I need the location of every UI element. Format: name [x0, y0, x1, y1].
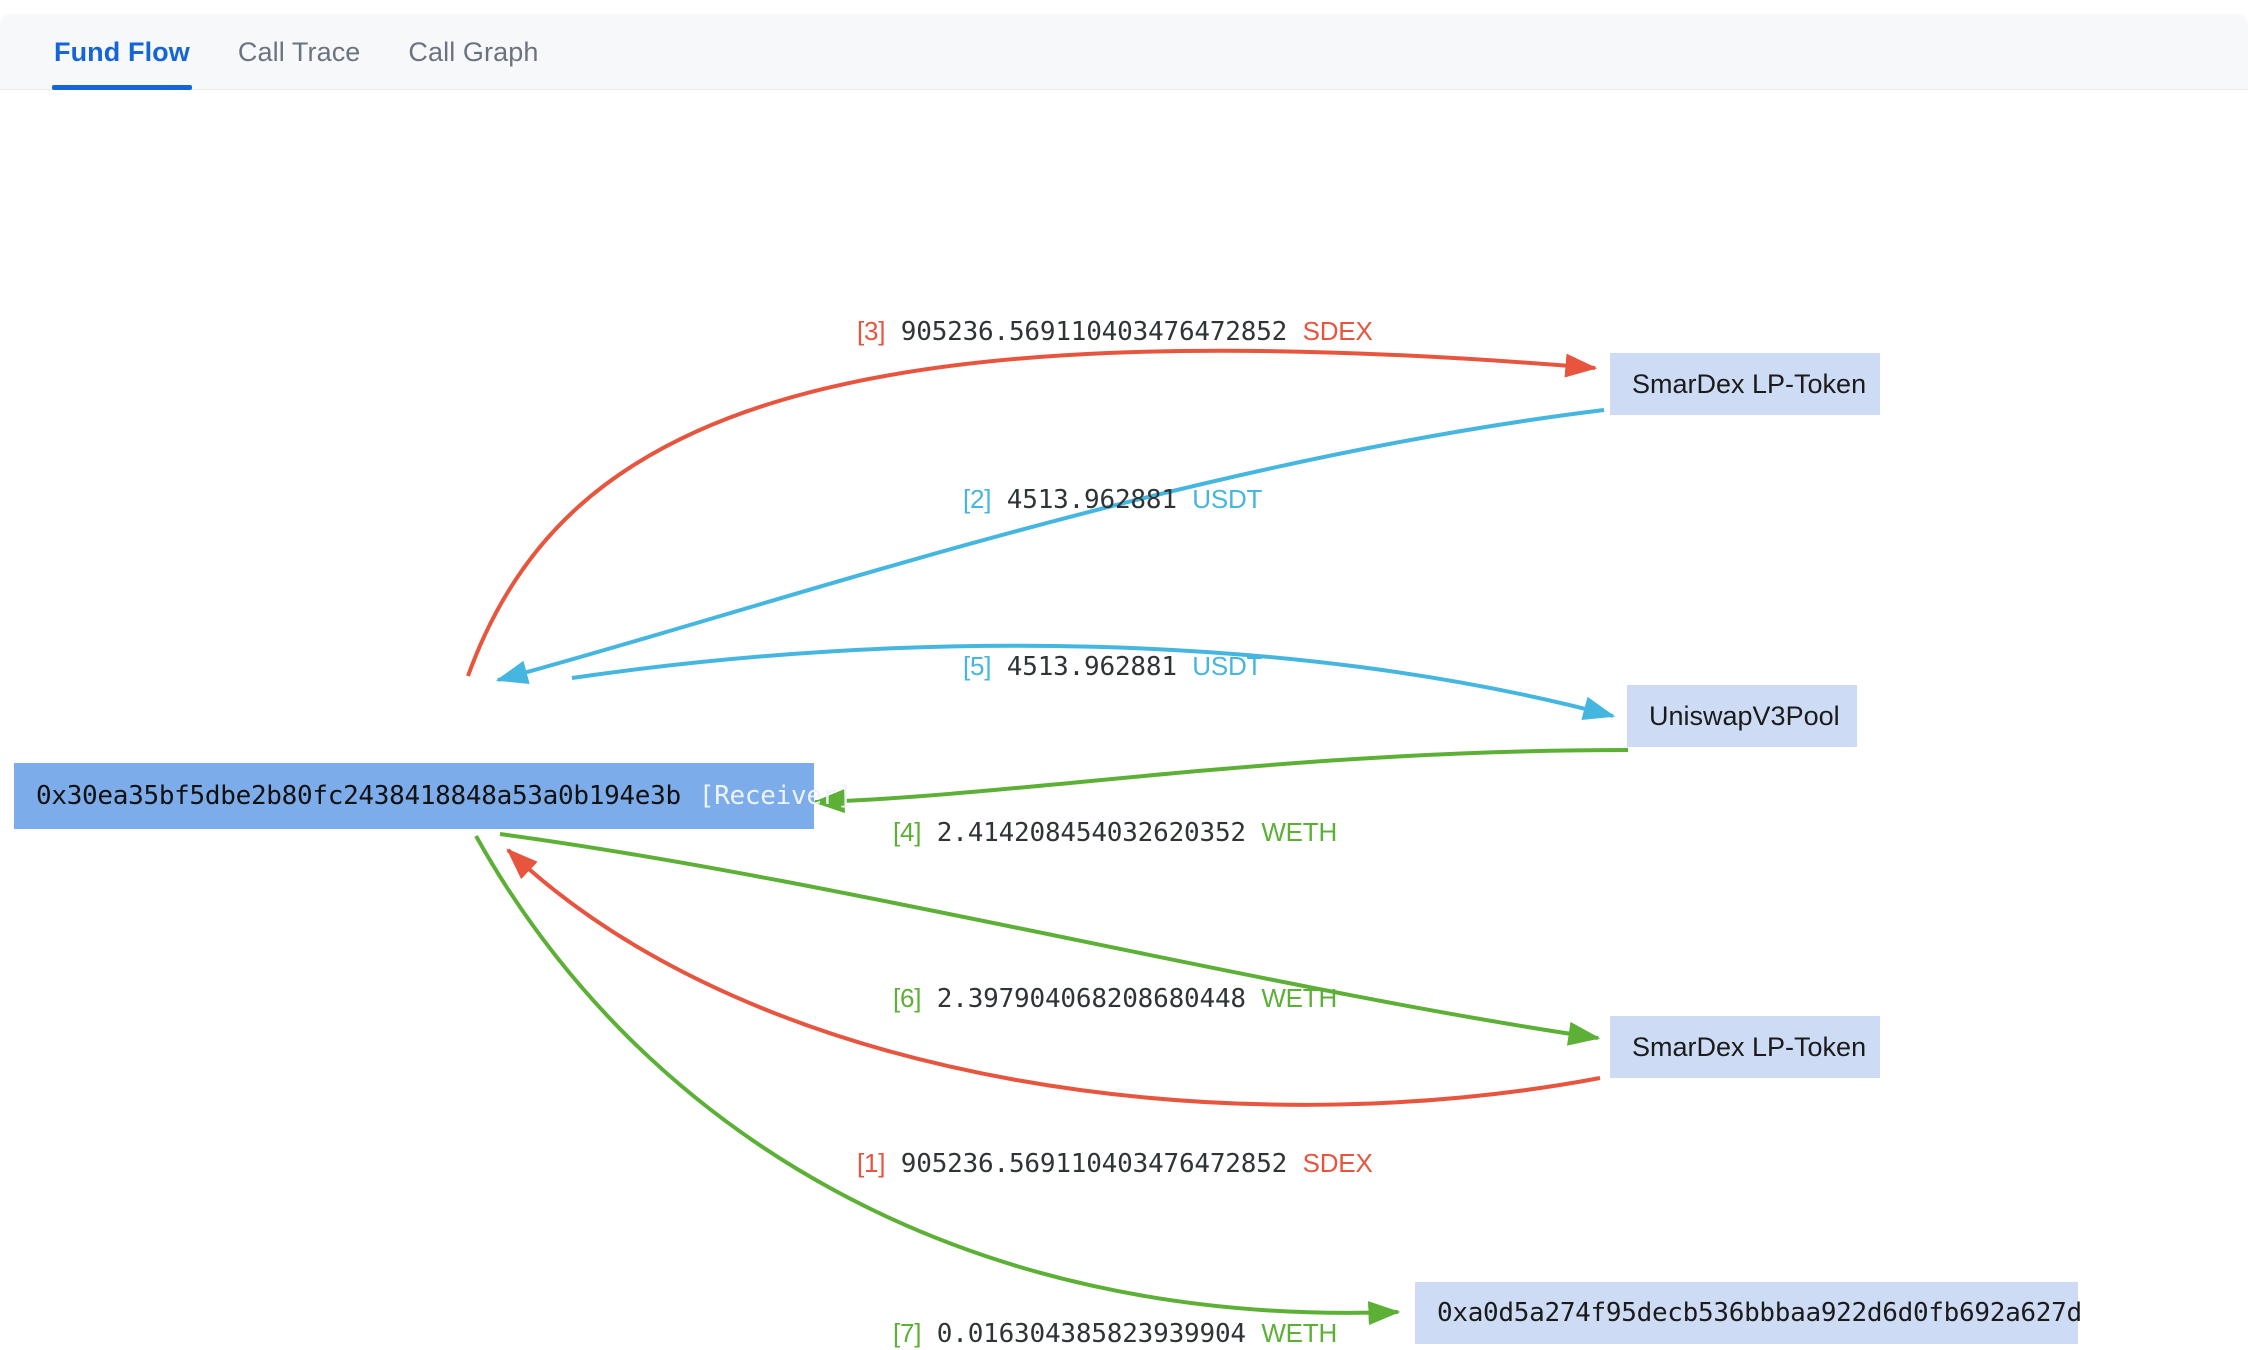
edge-label-7-index: [7]: [893, 1318, 922, 1348]
edge-label-6: [6] 2.397904068208680448 WETH: [893, 983, 1337, 1014]
edge-label-1: [1] 905236.569110403476472852 SDEX: [857, 1148, 1373, 1179]
edge-label-4: [4] 2.414208454032620352 WETH: [893, 817, 1337, 848]
edge-label-4-amount: 2.414208454032620352: [936, 818, 1246, 848]
node-receiver-address: 0x30ea35bf5dbe2b80fc2438418848a53a0b194e…: [36, 781, 681, 811]
edge-2-usdt-to-receiver[interactable]: [495, 408, 1605, 684]
edge-label-2-symbol: USDT: [1192, 484, 1263, 514]
edge-label-1-symbol: SDEX: [1302, 1148, 1373, 1178]
fund-flow-edges: [466, 348, 1629, 1326]
tab-call-trace-label: Call Trace: [237, 36, 361, 67]
node-smardex-lp-token-bottom[interactable]: SmarDex LP-Token: [1610, 1016, 1880, 1078]
edge-1-sdex-to-receiver[interactable]: [506, 848, 1601, 1107]
edge-label-7: [7] 0.016304385823939904 WETH: [893, 1318, 1337, 1349]
fund-flow-graph: 0x30ea35bf5dbe2b80fc2438418848a53a0b194e…: [0, 90, 2248, 1350]
node-uniswap-v3-pool-label: UniswapV3Pool: [1649, 700, 1840, 731]
edge-label-7-amount: 0.016304385823939904: [936, 1319, 1246, 1349]
edge-label-3: [3] 905236.569110403476472852 SDEX: [857, 316, 1373, 347]
tab-call-graph-label: Call Graph: [408, 36, 539, 67]
edge-label-7-symbol: WETH: [1261, 1318, 1338, 1348]
edge-4-weth-to-receiver[interactable]: [812, 748, 1629, 814]
node-uniswap-v3-pool[interactable]: UniswapV3Pool: [1627, 685, 1857, 747]
edge-7-weth-to-address[interactable]: [474, 835, 1401, 1326]
tab-fund-flow[interactable]: Fund Flow: [30, 14, 214, 90]
edge-label-6-amount: 2.397904068208680448: [936, 984, 1246, 1014]
node-smardex-lp-token-top[interactable]: SmarDex LP-Token: [1610, 353, 1880, 415]
node-smardex-lp-token-top-label: SmarDex LP-Token: [1632, 368, 1867, 399]
edge-label-1-index: [1]: [857, 1148, 886, 1178]
edge-6-weth-to-lp-bottom[interactable]: [499, 832, 1601, 1046]
edge-label-6-index: [6]: [893, 983, 922, 1013]
tab-call-trace[interactable]: Call Trace: [214, 14, 385, 90]
edge-label-3-symbol: SDEX: [1302, 316, 1373, 346]
tab-list: Fund Flow Call Trace Call Graph: [30, 14, 562, 90]
edge-label-2: [2] 4513.962881 USDT: [963, 484, 1262, 515]
edge-label-6-symbol: WETH: [1261, 983, 1338, 1013]
edge-label-5-index: [5]: [963, 651, 992, 681]
edge-label-4-index: [4]: [893, 817, 922, 847]
edge-3-sdex-to-lp-top[interactable]: [466, 348, 1598, 677]
tab-bar: Fund Flow Call Trace Call Graph: [0, 14, 2248, 90]
edge-label-5-amount: 4513.962881: [1006, 652, 1177, 682]
node-smardex-lp-token-bottom-label: SmarDex LP-Token: [1632, 1031, 1867, 1062]
edge-label-2-amount: 4513.962881: [1006, 485, 1177, 515]
edge-5-usdt-to-uniswap[interactable]: [571, 643, 1616, 720]
edge-label-1-amount: 905236.569110403476472852: [900, 1149, 1288, 1179]
edge-label-5: [5] 4513.962881 USDT: [963, 651, 1262, 682]
node-receiver[interactable]: 0x30ea35bf5dbe2b80fc2438418848a53a0b194e…: [14, 763, 853, 829]
edge-label-3-amount: 905236.569110403476472852: [900, 317, 1288, 347]
tab-call-graph[interactable]: Call Graph: [384, 14, 562, 90]
edge-label-3-index: [3]: [857, 316, 886, 346]
tab-fund-flow-label: Fund Flow: [54, 36, 190, 67]
node-address-0xa0d5[interactable]: 0xa0d5a274f95decb536bbbaa922d6d0fb692a62…: [1415, 1282, 2082, 1344]
node-address-0xa0d5-label: 0xa0d5a274f95decb536bbbaa922d6d0fb692a62…: [1437, 1298, 2082, 1328]
edge-label-4-symbol: WETH: [1261, 817, 1338, 847]
edge-label-5-symbol: USDT: [1192, 651, 1263, 681]
edge-label-2-index: [2]: [963, 484, 992, 514]
node-receiver-role: [Receiver]: [698, 781, 853, 811]
